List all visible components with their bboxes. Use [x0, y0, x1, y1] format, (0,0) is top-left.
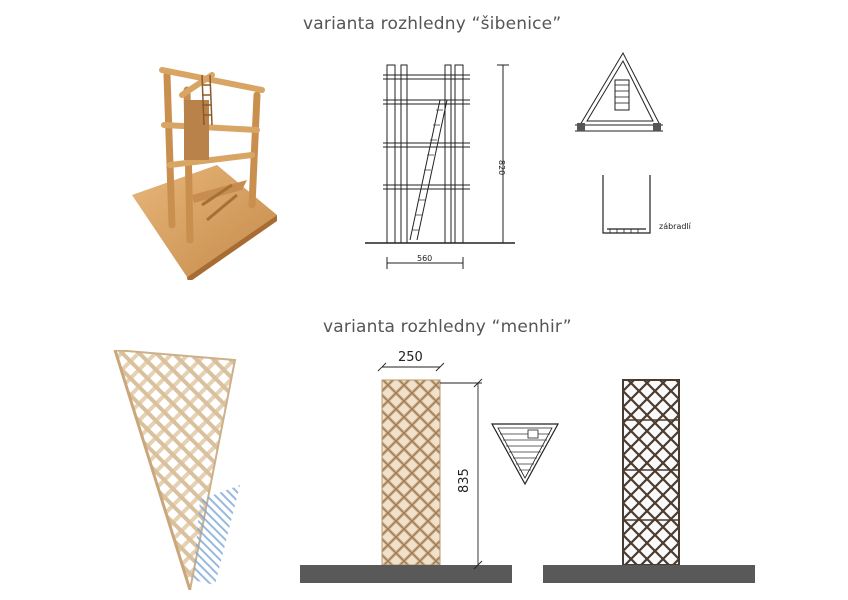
menhir-plan-drawing — [490, 423, 560, 486]
section-title-menhir: varianta rozhledny “menhir” — [323, 317, 572, 337]
menhir-elevation-drawing: 250 835 — [300, 350, 512, 583]
sibenice-height-label: 820 — [497, 160, 506, 175]
sibenice-width-label: 560 — [417, 254, 432, 263]
railing-detail-label: zábradlí — [659, 222, 692, 231]
ground-slab-2 — [543, 565, 755, 583]
sibenice-model-photo — [132, 67, 277, 280]
ground-slab — [300, 565, 512, 583]
menhir-model-photo — [113, 350, 240, 590]
section-title-sibenice: varianta rozhledny “šibenice” — [303, 14, 562, 34]
menhir-dark-elevation-drawing — [543, 379, 755, 583]
menhir-width-label: 250 — [398, 350, 423, 365]
menhir-height-label: 835 — [457, 468, 472, 493]
sibenice-plan-drawing: zábradlí — [575, 51, 692, 234]
sibenice-elevation-drawing: 820 560 — [365, 64, 515, 269]
